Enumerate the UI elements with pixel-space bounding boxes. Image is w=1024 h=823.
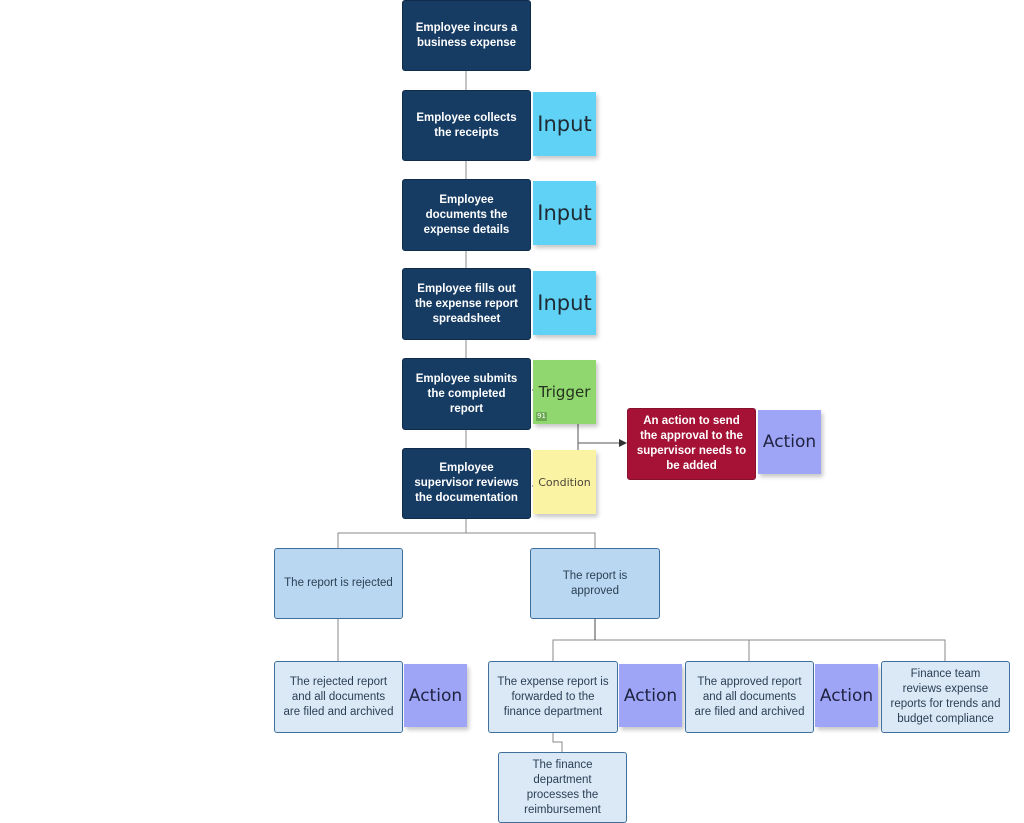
action-sticky-forwarded[interactable]: Action <box>619 664 682 727</box>
sticky-label: Action <box>408 685 463 706</box>
sticky-label: Input <box>537 112 592 136</box>
step-label: Employee supervisor reviews the document… <box>414 462 519 504</box>
input-sticky-collect[interactable]: Input <box>533 92 596 156</box>
action-sticky-approved[interactable]: Action <box>815 664 878 727</box>
step-supervisor-review[interactable]: Employee supervisor reviews the document… <box>402 448 531 519</box>
step-submit-report[interactable]: Employee submits the completed report <box>402 358 531 430</box>
trigger-tag: 91 <box>536 412 547 421</box>
outcome-rejected[interactable]: The report is rejected <box>274 548 403 619</box>
step-fill-spreadsheet[interactable]: Employee fills out the expense report sp… <box>402 268 531 340</box>
result-label: The expense report is forwarded to the f… <box>497 675 609 718</box>
step-collect-receipts[interactable]: Employee collects the receipts <box>402 90 531 161</box>
result-label: The rejected report and all documents ar… <box>283 675 394 718</box>
sticky-label: Trigger <box>538 383 591 401</box>
trigger-sticky[interactable]: Trigger 91 <box>533 360 596 424</box>
outcome-label: The report is approved <box>562 569 628 597</box>
step-label: Employee incurs a business expense <box>415 21 518 49</box>
result-label: Finance team reviews expense reports for… <box>890 668 1001 725</box>
note-label: An action to send the approval to the su… <box>636 415 747 472</box>
step-incur-expense[interactable]: Employee incurs a business expense <box>402 0 531 71</box>
step-label: Employee collects the receipts <box>416 111 517 139</box>
result-finance-review[interactable]: Finance team reviews expense reports for… <box>881 661 1010 733</box>
action-sticky-approval[interactable]: Action <box>758 410 821 474</box>
sticky-label: Action <box>762 432 817 452</box>
outcome-label: The report is rejected <box>284 577 393 589</box>
result-rejected-archived[interactable]: The rejected report and all documents ar… <box>274 661 403 733</box>
result-label: The finance department processes the rei… <box>524 758 601 816</box>
sticky-label: Action <box>623 685 678 706</box>
result-approved-archived[interactable]: The approved report and all documents ar… <box>685 661 814 733</box>
sticky-label: Condition <box>538 475 591 489</box>
result-forwarded-finance[interactable]: The expense report is forwarded to the f… <box>488 661 618 733</box>
result-label: The approved report and all documents ar… <box>694 675 805 718</box>
result-reimbursement[interactable]: The finance department processes the rei… <box>498 752 627 823</box>
sticky-label: Input <box>537 291 592 315</box>
step-label: Employee submits the completed report <box>415 372 518 415</box>
condition-sticky[interactable]: Condition <box>533 450 596 514</box>
step-label: Employee documents the expense details <box>423 193 510 236</box>
input-sticky-fill[interactable]: Input <box>533 271 596 335</box>
missing-action-note[interactable]: An action to send the approval to the su… <box>627 408 756 480</box>
sticky-label: Input <box>537 201 592 225</box>
sticky-label: Action <box>819 685 874 706</box>
step-label: Employee fills out the expense report sp… <box>415 282 518 325</box>
outcome-approved[interactable]: The report is approved <box>530 548 660 619</box>
input-sticky-document[interactable]: Input <box>533 181 596 245</box>
action-sticky-rejected[interactable]: Action <box>404 664 467 727</box>
step-document-details[interactable]: Employee documents the expense details <box>402 179 531 251</box>
